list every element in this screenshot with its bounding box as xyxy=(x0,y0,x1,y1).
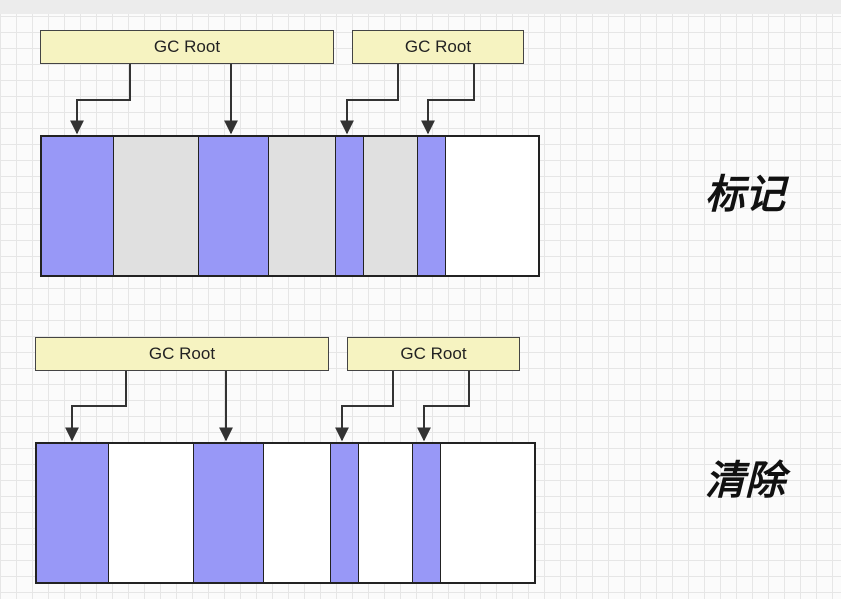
memory-cell xyxy=(336,137,364,275)
reference-arrow xyxy=(417,371,470,442)
memory-cell xyxy=(418,137,446,275)
memory-cell xyxy=(359,444,413,582)
memory-cell xyxy=(264,444,331,582)
memory-cell xyxy=(109,444,194,582)
memory-cell xyxy=(413,444,441,582)
reference-arrow xyxy=(340,64,399,135)
gc-root-label: GC Root xyxy=(400,344,467,363)
memory-cell xyxy=(42,137,114,275)
reference-arrow xyxy=(65,371,127,442)
gc-root-label: GC Root xyxy=(153,37,221,56)
gc-root-box-4: GC Root xyxy=(347,337,520,371)
memory-cell xyxy=(364,137,418,275)
memory-cell xyxy=(37,444,109,582)
stage-label-sweep: 清除 xyxy=(705,458,785,504)
memory-cell xyxy=(441,444,534,582)
gc-root-label: GC Root xyxy=(404,37,472,56)
gc-root-box-1: GC Root xyxy=(40,30,334,64)
memory-block xyxy=(40,135,540,277)
reference-arrow xyxy=(335,371,394,442)
gc-root-box-3: GC Root xyxy=(35,337,329,371)
gc-root-label: GC Root xyxy=(148,344,216,363)
memory-cell xyxy=(269,137,336,275)
memory-cell xyxy=(194,444,264,582)
memory-cell xyxy=(199,137,269,275)
memory-cell xyxy=(114,137,199,275)
reference-arrow xyxy=(70,64,131,135)
stage-label-mark: 标记 xyxy=(705,172,785,218)
memory-block xyxy=(35,442,536,584)
reference-arrow xyxy=(421,64,475,135)
top-band xyxy=(0,0,841,14)
memory-cell xyxy=(331,444,359,582)
memory-cell xyxy=(446,137,538,275)
gc-root-box-2: GC Root xyxy=(352,30,524,64)
